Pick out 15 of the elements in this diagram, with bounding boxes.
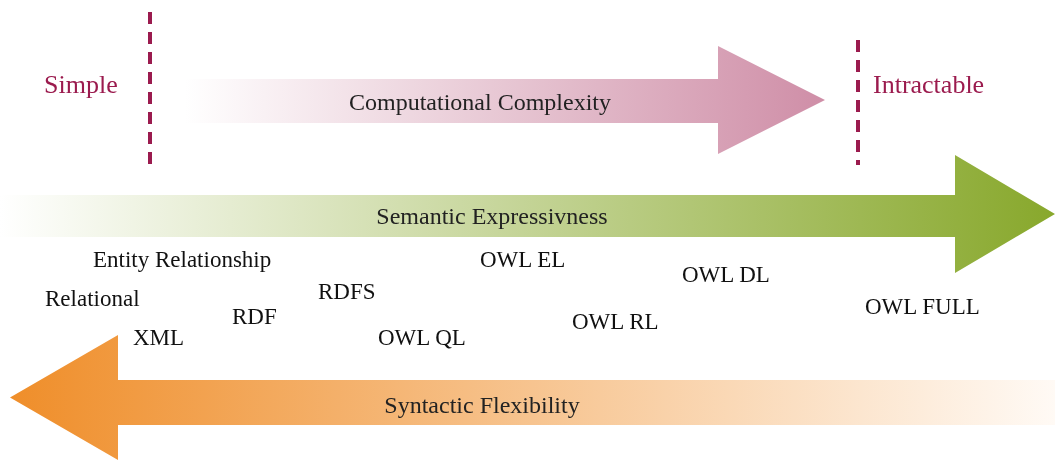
language-label: OWL EL [480, 247, 566, 273]
language-label: OWL QL [378, 325, 466, 351]
language-label: Entity Relationship [93, 247, 272, 273]
language-label: OWL RL [572, 309, 659, 335]
arrow-label: Semantic Expressivness [376, 202, 608, 230]
arrow-label: Syntactic Flexibility [384, 391, 580, 419]
language-label: Relational [45, 286, 140, 312]
language-label: RDF [232, 304, 277, 330]
language-label: OWL DL [682, 262, 770, 288]
scale-end-label: Simple [44, 70, 118, 100]
language-label: RDFS [318, 279, 376, 305]
language-label: OWL FULL [865, 294, 980, 320]
arrow-label: Computational Complexity [349, 88, 611, 116]
language-label: XML [133, 325, 185, 351]
scale-end-label: Intractable [873, 70, 985, 100]
